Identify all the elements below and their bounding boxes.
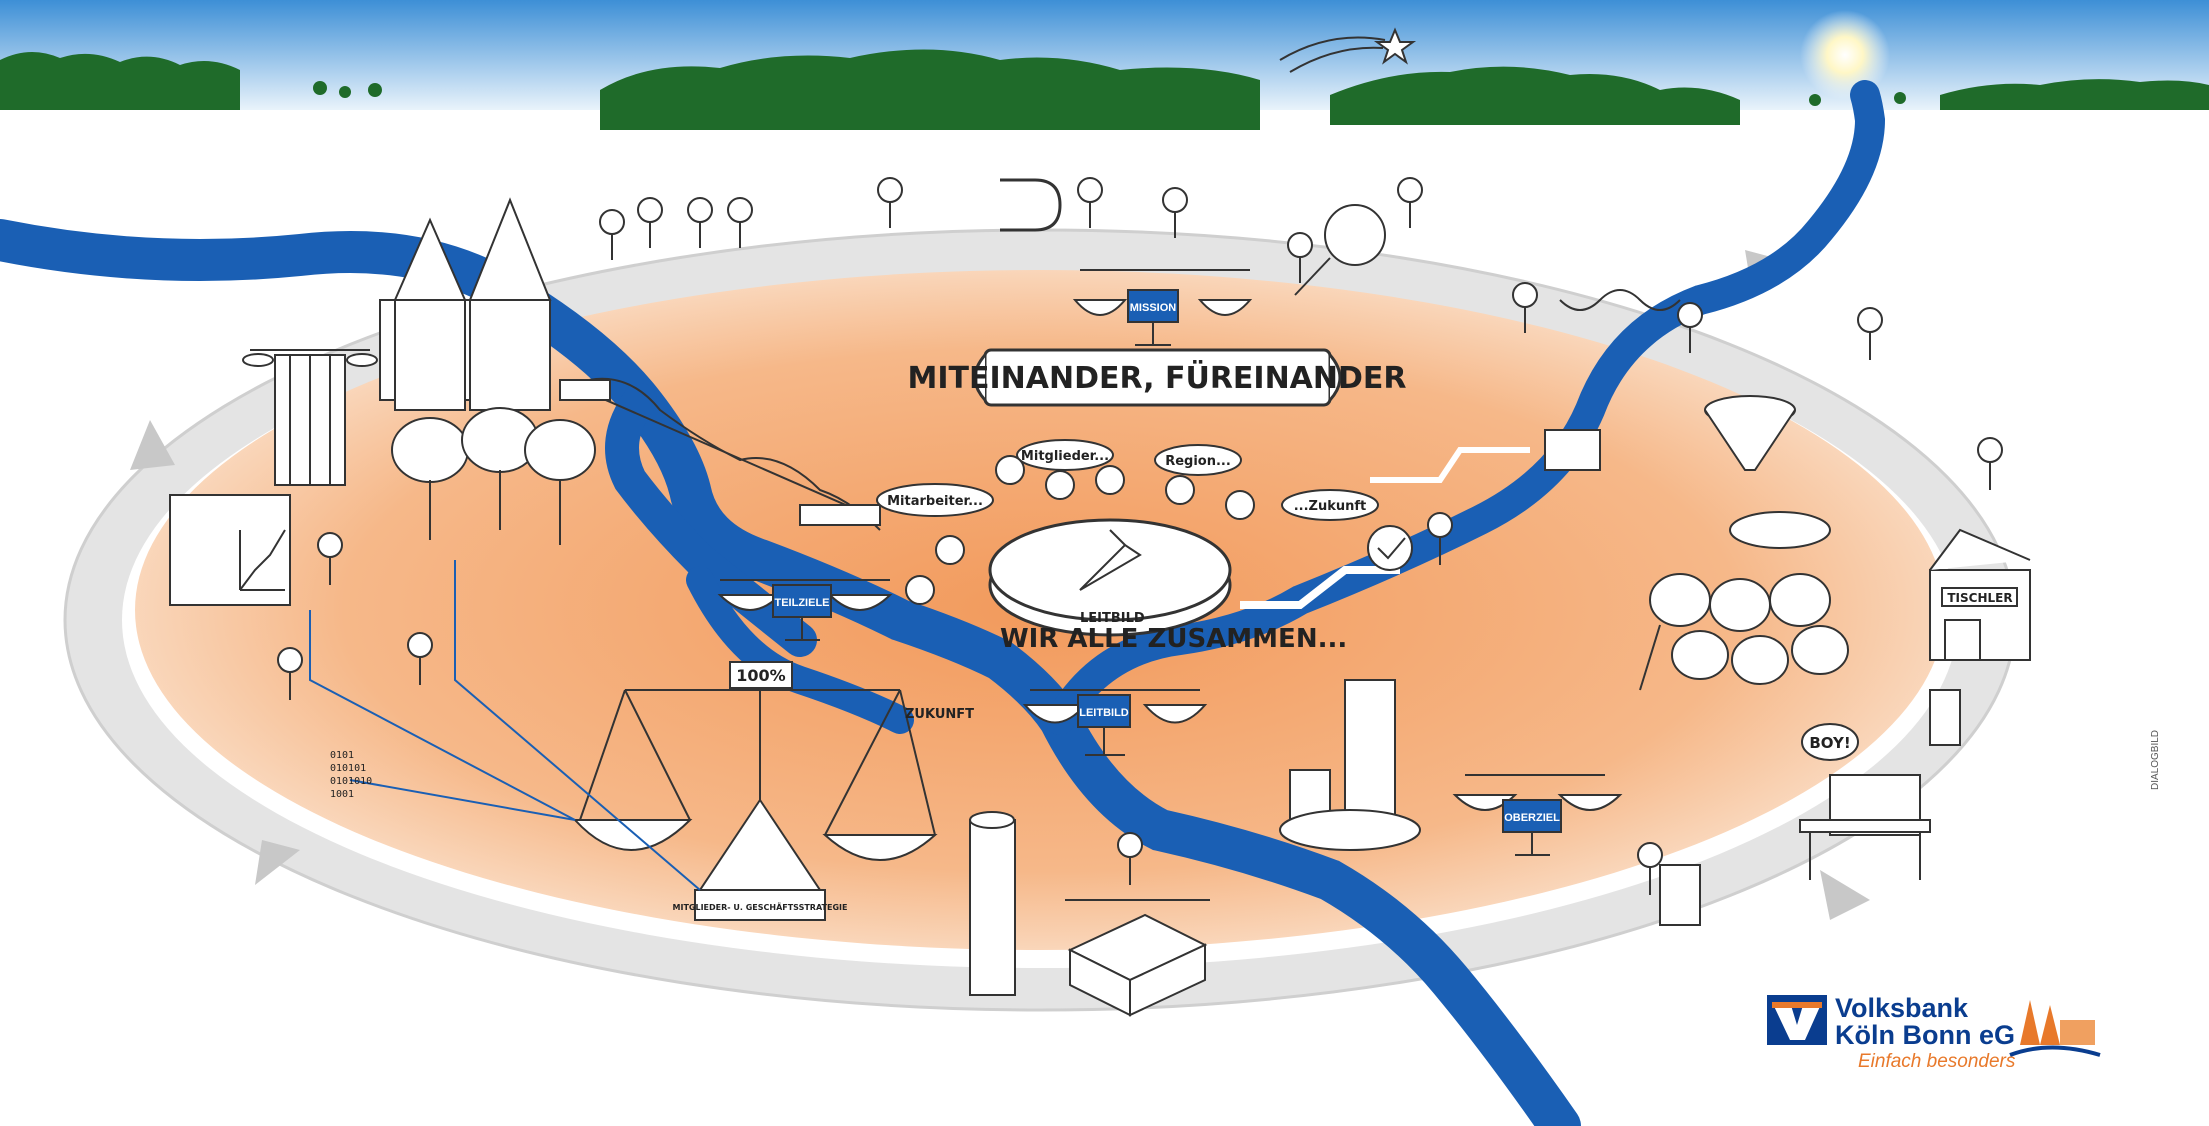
tree-group-right (1639, 573, 1849, 691)
leitbild-disc: LEITBILD (988, 447, 1530, 637)
binary-block: 0101 010101 0101010 1001 (330, 750, 372, 800)
svg-text:1001: 1001 (330, 789, 354, 800)
magnifier-icon (1294, 204, 1386, 296)
speech-bubbles (876, 439, 1379, 521)
central-caption: WIR ALLE ZUSAMMEN... (1000, 624, 1347, 654)
leitbild-disc-label: LEITBILD (1080, 611, 1145, 626)
svg-text:010101: 010101 (330, 763, 366, 774)
vb-logo-sign-icon (1544, 429, 1601, 471)
scale-mission (1072, 269, 1253, 346)
scale-leitbild (1022, 689, 1208, 756)
castle-ruin-icon (1279, 679, 1421, 851)
scale-strategy (572, 661, 938, 921)
scale-oberziel-label: OBERZIEL (1504, 812, 1560, 824)
funnel-icon (1704, 395, 1831, 549)
shop-sign: TISCHLER (1947, 591, 2012, 605)
bank-name-line1: Volksbank (1835, 993, 1969, 1023)
chair-icons (1659, 689, 1961, 926)
desk-computer-icon (1799, 774, 1931, 880)
sun-icon (1800, 10, 1890, 100)
post-tower-icon (969, 811, 1016, 996)
shooting-star-icon (1279, 27, 1417, 73)
svg-text:0101010: 0101010 (330, 776, 372, 787)
bridge-icon (559, 377, 881, 531)
bank-name-line2: Köln Bonn eG (1835, 1020, 2015, 1050)
scale-teilziele (717, 579, 893, 641)
volksbank-logo-mark (1767, 995, 1827, 1045)
boy-sign-label: BOY! (1809, 734, 1850, 752)
scale-hundred-label: 100% (736, 666, 785, 685)
scale-teilziele-label: TEILZIELE (775, 597, 830, 609)
bubble-region: Region... (1165, 454, 1231, 469)
check-icon (1367, 525, 1413, 571)
banner: MITEINANDER, FÜREINANDER (908, 348, 1407, 407)
people-figures (277, 177, 2003, 895)
bank-name: Volksbank Köln Bonn eG (1835, 995, 2015, 1049)
tree-group-left (391, 407, 596, 545)
magnet-icon (1000, 178, 1062, 232)
dna-icon (1559, 289, 1681, 311)
scale-strategy-label: MITGLIEDER- U. GESCHÄFTSSTRATEGIE (673, 902, 848, 912)
zukunft-label: ZUKUNFT (905, 707, 974, 722)
carpenter-shop-icon (1929, 528, 2031, 661)
scale-oberziel (1452, 774, 1623, 856)
chart-board-icon (169, 494, 291, 606)
banner-text: MITEINANDER, FÜREINANDER (908, 359, 1407, 396)
bank-slogan: Einfach besonders (1858, 1051, 2016, 1072)
scale-leitbild-label: LEITBILD (1079, 707, 1129, 719)
scale-mission-label: MISSION (1130, 302, 1177, 314)
boy-sign (1801, 723, 1859, 761)
bank-building-icon (1065, 899, 1210, 1017)
credit-label: DIALOGBILD (2150, 729, 2161, 790)
connector-lines (309, 560, 701, 891)
bubble-mitglieder: Mitglieder... (1021, 449, 1109, 464)
office-tower-icon (242, 349, 378, 486)
svg-text:0101: 0101 (330, 750, 354, 761)
river-loop (686, 566, 914, 734)
cologne-skyline-icon (2009, 1000, 2101, 1057)
cathedral-icon (379, 197, 552, 411)
bubble-mitarbeiter: Mitarbeiter... (887, 494, 983, 509)
bubble-zukunft: ...Zukunft (1294, 499, 1367, 514)
